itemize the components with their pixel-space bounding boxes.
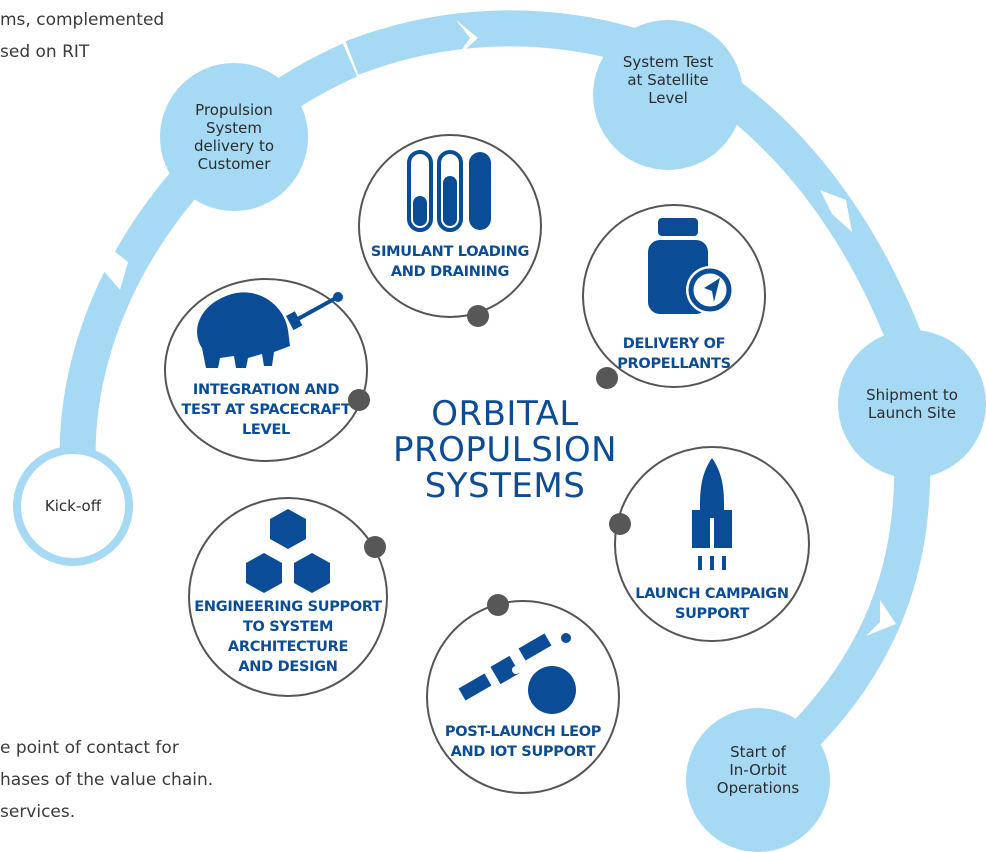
milestone-label: Kick-off: [44, 497, 102, 515]
service-label: LAUNCH CAMPAIGN SUPPORT: [616, 584, 808, 624]
service-integration-test: INTEGRATION AND TEST AT SPACECRAFT LEVEL: [164, 278, 368, 462]
connector-dot: [348, 389, 370, 411]
connector-dot: [487, 594, 509, 616]
service-label-line: POST-LAUNCH LEOP: [444, 724, 602, 740]
milestone-system-test: System Test at Satellite Level: [593, 20, 743, 170]
service-launch-campaign: LAUNCH CAMPAIGN SUPPORT: [614, 446, 810, 642]
service-label-line: LAUNCH CAMPAIGN: [635, 586, 789, 602]
milestone-kickoff: Kick-off: [13, 446, 133, 566]
connector-dot: [596, 367, 618, 389]
service-label-line: ENGINEERING SUPPORT: [194, 599, 382, 615]
service-label: SIMULANT LOADING AND DRAINING: [360, 242, 540, 282]
service-engineering-support: ENGINEERING SUPPORT TO SYSTEM ARCHITECTU…: [188, 497, 388, 697]
milestone-start-orbit: Start of In-Orbit Operations: [686, 708, 830, 852]
service-label-line: TEST AT SPACECRAFT: [181, 402, 351, 418]
intro-text-line: sed on RIT: [0, 42, 90, 62]
center-title-line: PROPULSION: [392, 430, 618, 470]
milestone-label: Customer: [197, 155, 271, 173]
service-delivery-propellants: DELIVERY OF PROPELLANTS: [582, 204, 766, 388]
service-simulant-loading: SIMULANT LOADING AND DRAINING: [358, 134, 542, 318]
milestone-shipment: Shipment to Launch Site: [838, 330, 986, 478]
intro-text-line: ms, complemented: [0, 10, 165, 30]
milestone-label: at Satellite: [627, 71, 709, 89]
service-label-line: DELIVERY OF: [622, 336, 726, 352]
intro-text-bottom: e point of contact for hases of the valu…: [0, 732, 213, 828]
milestone-label: System: [206, 119, 262, 137]
propellant-bottle-icon: [648, 218, 734, 314]
center-title-line: ORBITAL: [431, 394, 579, 434]
connector-dot: [467, 305, 489, 327]
service-label-line: INTEGRATION AND: [192, 382, 340, 398]
milestone-label: System Test: [622, 53, 714, 71]
service-label-line: LEVEL: [241, 422, 290, 438]
connector-dot: [609, 513, 631, 535]
milestone-label: delivery to: [193, 137, 275, 155]
milestone-label: Level: [648, 89, 688, 107]
intro-text-top: ms, complemented sed on RIT: [0, 4, 164, 68]
satellite-planet-icon: [458, 633, 576, 714]
milestone-label: Start of: [730, 743, 786, 761]
service-label: INTEGRATION AND TEST AT SPACECRAFT LEVEL: [166, 380, 366, 440]
service-label-line: ARCHITECTURE: [227, 639, 349, 655]
service-label-line: TO SYSTEM: [242, 619, 334, 635]
milestone-label: Operations: [716, 779, 800, 797]
service-label-line: AND DESIGN: [238, 659, 338, 675]
service-label: DELIVERY OF PROPELLANTS: [584, 334, 764, 374]
milestone-propulsion-delivery: Propulsion System delivery to Customer: [160, 63, 308, 211]
service-label-line: PROPELLANTS: [617, 356, 731, 372]
intro-text-line: e point of contact for: [0, 738, 179, 758]
milestone-label: Propulsion: [195, 101, 273, 119]
hexagon-cluster-icon: [246, 509, 330, 593]
service-label: ENGINEERING SUPPORT TO SYSTEM ARCHITECTU…: [190, 597, 386, 677]
center-title-line: SYSTEMS: [424, 466, 586, 506]
center-title: ORBITAL PROPULSION SYSTEMS: [380, 396, 630, 504]
service-label: POST-LAUNCH LEOP AND IOT SUPPORT: [428, 722, 618, 762]
test-tubes-icon: [407, 150, 491, 232]
service-post-launch: POST-LAUNCH LEOP AND IOT SUPPORT: [426, 600, 620, 794]
service-label-line: AND DRAINING: [390, 264, 510, 280]
service-label-line: SUPPORT: [674, 606, 750, 622]
connector-dot: [364, 536, 386, 558]
service-label-line: AND IOT SUPPORT: [450, 744, 596, 760]
service-label-line: SIMULANT LOADING: [370, 244, 530, 260]
intro-text-line: hases of the value chain.: [0, 770, 214, 790]
milestone-label: In-Orbit: [729, 761, 787, 779]
milestone-label: Shipment to: [866, 386, 958, 404]
robot-arm-screwdriver-icon: [197, 292, 343, 368]
milestone-label: Launch Site: [868, 404, 956, 422]
rocket-icon: [692, 458, 732, 570]
intro-text-line: services.: [0, 802, 76, 822]
